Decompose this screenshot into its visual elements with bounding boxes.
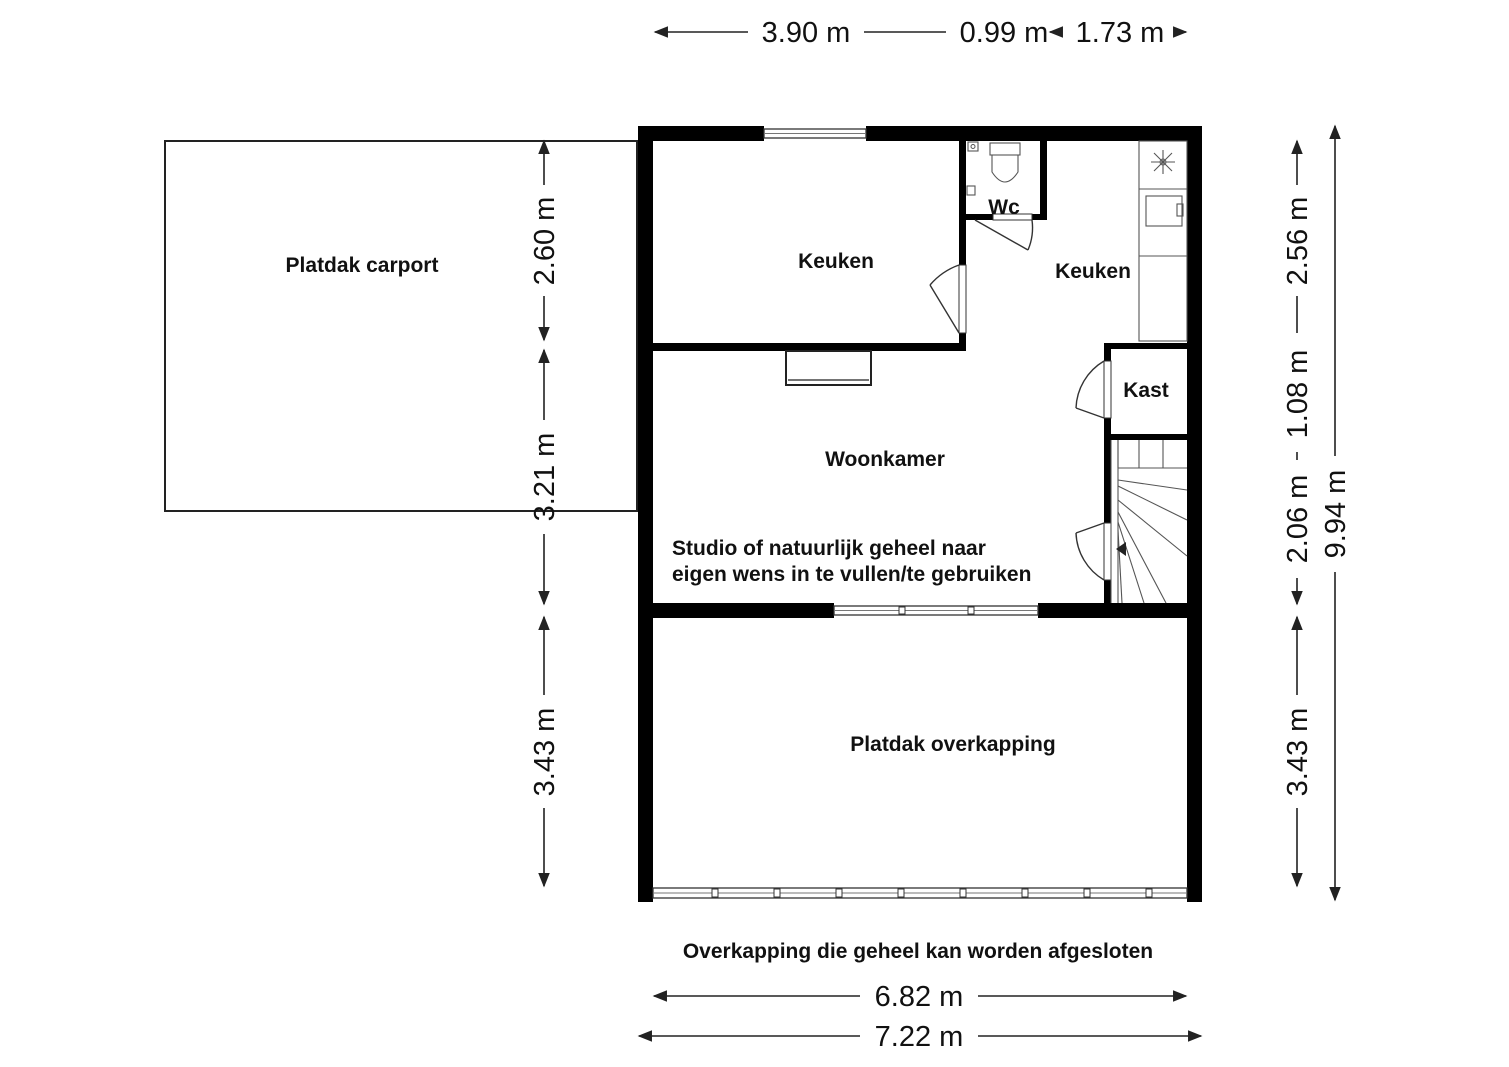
caption-overkapping: Overkapping die geheel kan worden afgesl… [683, 940, 1153, 963]
door-wc [974, 213, 1034, 251]
dim-total-height: 9.94 m [1320, 470, 1352, 559]
dimension-bottom: 6.82 m 7.22 m [637, 981, 1203, 1053]
label-kast: Kast [1123, 379, 1169, 402]
label-note-line1: Studio of natuurlijk geheel naar [672, 537, 986, 560]
toilet-icon [966, 141, 1021, 196]
stairs-icon [1110, 440, 1188, 604]
glass-front-overkapping [652, 887, 1188, 899]
dim-bottom-outer: 7.22 m [875, 1021, 964, 1053]
carport-outline [164, 140, 638, 512]
dim-top-2: 0.99 m [960, 17, 1049, 49]
label-carport: Platdak carport [286, 254, 439, 277]
sliding-door-woonkamer [833, 605, 1039, 616]
window-top [763, 128, 867, 139]
sink-icon [1145, 195, 1184, 227]
label-overkapping: Platdak overkapping [850, 733, 1055, 756]
dim-left-1: 2.60 m [529, 197, 561, 286]
kitchen-counter [1138, 140, 1188, 342]
dim-left-2: 3.21 m [529, 433, 561, 522]
label-note-line2: eigen wens in te vullen/te gebruiken [672, 563, 1031, 586]
door-keuken [929, 264, 967, 334]
dim-right-2: 1.08 m [1282, 350, 1314, 439]
dim-top-1: 3.90 m [762, 17, 851, 49]
dim-right-1: 2.56 m [1282, 197, 1314, 286]
label-keuken-left: Keuken [798, 250, 874, 273]
dimension-left: 2.60 m 3.21 m 3.43 m [529, 139, 561, 888]
stove-icon [1151, 150, 1175, 174]
door-kast [1075, 360, 1112, 419]
door-stair [1075, 522, 1112, 581]
label-keuken-right: Keuken [1055, 260, 1131, 283]
dimension-right: 2.56 m 1.08 m 2.06 m 3.43 m 9.94 m [1282, 124, 1352, 902]
dim-right-4: 3.43 m [1282, 708, 1314, 797]
fireplace-icon [785, 350, 872, 386]
dim-bottom-inner: 6.82 m [875, 981, 964, 1013]
label-woonkamer: Woonkamer [825, 448, 945, 471]
dim-left-3: 3.43 m [529, 708, 561, 797]
dimension-top: 3.90 m 0.99 m 1.73 m [653, 17, 1188, 49]
walls [638, 126, 1202, 902]
dim-right-3: 2.06 m [1282, 475, 1314, 564]
label-wc: Wc [988, 196, 1020, 219]
dim-top-3: 1.73 m [1076, 17, 1165, 49]
